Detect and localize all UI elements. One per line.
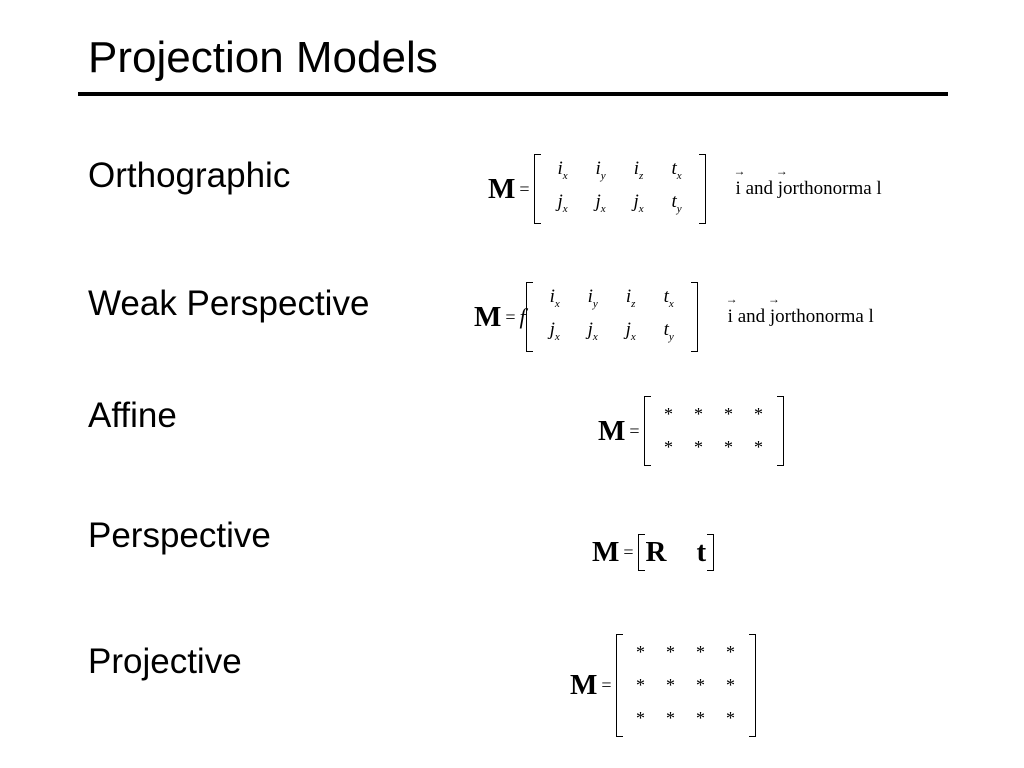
matrix-row: ix iy iz tx xyxy=(544,156,696,189)
equals-sign: = xyxy=(519,178,530,199)
matrix-cell: * xyxy=(724,404,734,424)
projective-matrix: * * * * * * * * * * * * xyxy=(615,634,756,737)
matrix-cell: * xyxy=(664,437,674,457)
label-orthographic: Orthographic xyxy=(88,156,291,195)
perspective-matrix: R t xyxy=(637,534,715,571)
equals-sign: = xyxy=(601,675,612,695)
matrix-cell: jx xyxy=(625,319,636,343)
orthonormal-note: i and jorthonorma l xyxy=(726,292,874,328)
matrix-row: * * * * xyxy=(654,398,774,431)
matrix-cell: * xyxy=(694,404,704,424)
matrix-row: jx jx jx ty xyxy=(544,189,696,222)
matrix-symbol: M xyxy=(488,172,516,205)
note-rest: orthonorma l xyxy=(783,178,882,199)
matrix-cell: ix xyxy=(557,158,568,182)
scale-factor-f: f xyxy=(519,304,526,329)
matrix-cell: * xyxy=(666,642,676,662)
matrix-cell: tx xyxy=(663,286,674,310)
matrix-cell: * xyxy=(636,642,646,662)
matrix-symbol: M xyxy=(474,300,502,333)
vector-i: i xyxy=(733,164,746,200)
matrix-cell: * xyxy=(664,404,674,424)
matrix-cell: jx xyxy=(557,191,568,215)
matrix-cell: iz xyxy=(625,286,636,310)
matrix-cell: ty xyxy=(663,319,674,343)
matrix-cell: * xyxy=(696,708,706,728)
orthographic-matrix: ix iy iz tx jx jx jx ty xyxy=(533,154,706,224)
matrix-row: ix iy iz tx xyxy=(536,284,688,317)
matrix-cell: * xyxy=(636,708,646,728)
slide-title: Projection Models xyxy=(88,33,438,82)
equals-sign: = xyxy=(623,542,634,562)
translation-t: t xyxy=(696,536,707,568)
label-projective: Projective xyxy=(88,642,242,681)
matrix-cell: iy xyxy=(587,286,598,310)
orthographic-equation: M = ix iy iz tx jx jx jx ty i and jorthonorma l xyxy=(488,154,882,224)
matrix-cell: * xyxy=(694,437,704,457)
note-rest: orthonorma l xyxy=(775,306,874,327)
equals-sign: = xyxy=(629,420,640,441)
matrix-cell: ty xyxy=(671,191,682,215)
matrix-symbol: M xyxy=(598,414,626,447)
matrix-cell: tx xyxy=(671,158,682,182)
vector-i: i xyxy=(726,292,739,328)
label-perspective: Perspective xyxy=(88,516,271,555)
note-and: and xyxy=(745,178,773,199)
matrix-cell: * xyxy=(754,404,764,424)
matrix-cell: * xyxy=(636,675,646,695)
matrix-symbol: M xyxy=(592,536,620,568)
label-weak-perspective: Weak Perspective xyxy=(88,284,370,323)
vector-j: j xyxy=(776,164,789,200)
matrix-row: jx jx jx ty xyxy=(536,317,688,350)
matrix-cell: iz xyxy=(633,158,644,182)
matrix-cell: * xyxy=(726,642,736,662)
matrix-symbol: M xyxy=(570,669,598,701)
matrix-row: * * * * xyxy=(626,669,746,702)
matrix-cell: jx xyxy=(587,319,598,343)
matrix-cell: * xyxy=(724,437,734,457)
matrix-row: * * * * xyxy=(626,702,746,735)
matrix-cell: * xyxy=(754,437,764,457)
label-affine: Affine xyxy=(88,396,177,435)
matrix-cell: * xyxy=(726,675,736,695)
matrix-cell: * xyxy=(726,708,736,728)
equals-sign: = xyxy=(505,306,516,327)
matrix-cell: iy xyxy=(595,158,606,182)
rotation-R: R xyxy=(645,536,667,568)
vector-j: j xyxy=(768,292,781,328)
matrix-cell: * xyxy=(696,642,706,662)
matrix-cell: jx xyxy=(549,319,560,343)
affine-equation: M = * * * * * * * * xyxy=(598,396,784,466)
matrix-cell: * xyxy=(666,708,676,728)
matrix-row: * * * * xyxy=(626,636,746,669)
matrix-cell: * xyxy=(666,675,676,695)
weak-perspective-equation: M = f ix iy iz tx jx jx jx ty i and jorthonorma… xyxy=(474,282,874,352)
weak-perspective-matrix: ix iy iz tx jx jx jx ty xyxy=(525,282,698,352)
perspective-equation: M = R t xyxy=(592,534,714,571)
title-underline xyxy=(78,92,948,96)
matrix-cell: jx xyxy=(633,191,644,215)
projective-equation: M = * * * * * * * * * * * * xyxy=(570,634,756,737)
matrix-row: * * * * xyxy=(654,431,774,464)
affine-matrix: * * * * * * * * xyxy=(643,396,784,466)
matrix-cell: * xyxy=(696,675,706,695)
matrix-cell: jx xyxy=(595,191,606,215)
matrix-cell: ix xyxy=(549,286,560,310)
note-and: and xyxy=(737,306,766,327)
orthonormal-note: i and jorthonorma l xyxy=(733,164,882,200)
